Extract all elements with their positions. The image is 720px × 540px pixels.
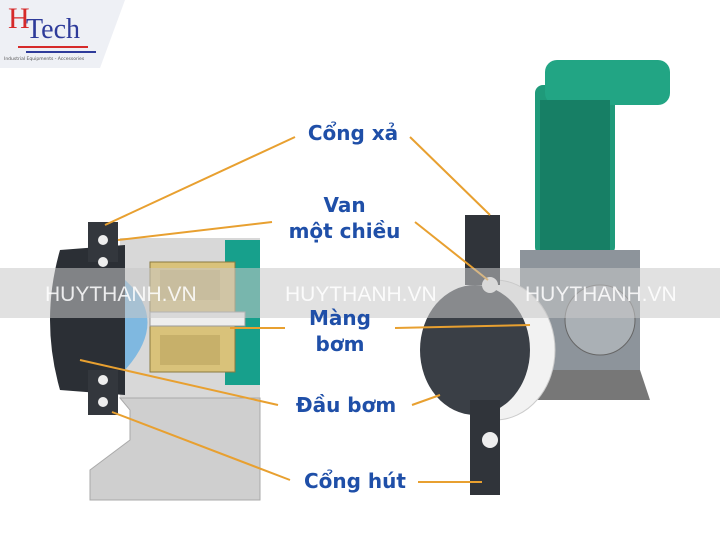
label-discharge-port: Cổng xả [307,121,399,145]
logo-underline-red [18,46,88,48]
logo-tagline: Industrial Equipments - Accessories [4,57,85,62]
label-pump-head: Đầu bơm [295,393,397,417]
label-diaphragm-line2: bơm [315,332,365,356]
watermark-text: HUYTHANH.VN [285,283,437,306]
label-check-valve-line1: Van [323,193,366,217]
logo-underline-blue [26,51,96,53]
label-diaphragm-line1: Màng [309,306,371,330]
label-suction-port: Cổng hút [304,469,406,493]
logo-h: H [8,2,30,35]
watermark-text: HUYTHANH.VN [45,283,197,306]
label-check-valve-line2: một chiều [288,219,401,243]
logo-tech: Tech [26,14,81,45]
label-diaphragm: Màng bơm [285,305,395,357]
watermark-text: HUYTHANH.VN [525,283,677,306]
htech-logo: H Tech Industrial Equipments - Accessori… [0,0,125,68]
label-check-valve: Van một chiều [272,192,417,244]
watermark-band [0,268,720,318]
